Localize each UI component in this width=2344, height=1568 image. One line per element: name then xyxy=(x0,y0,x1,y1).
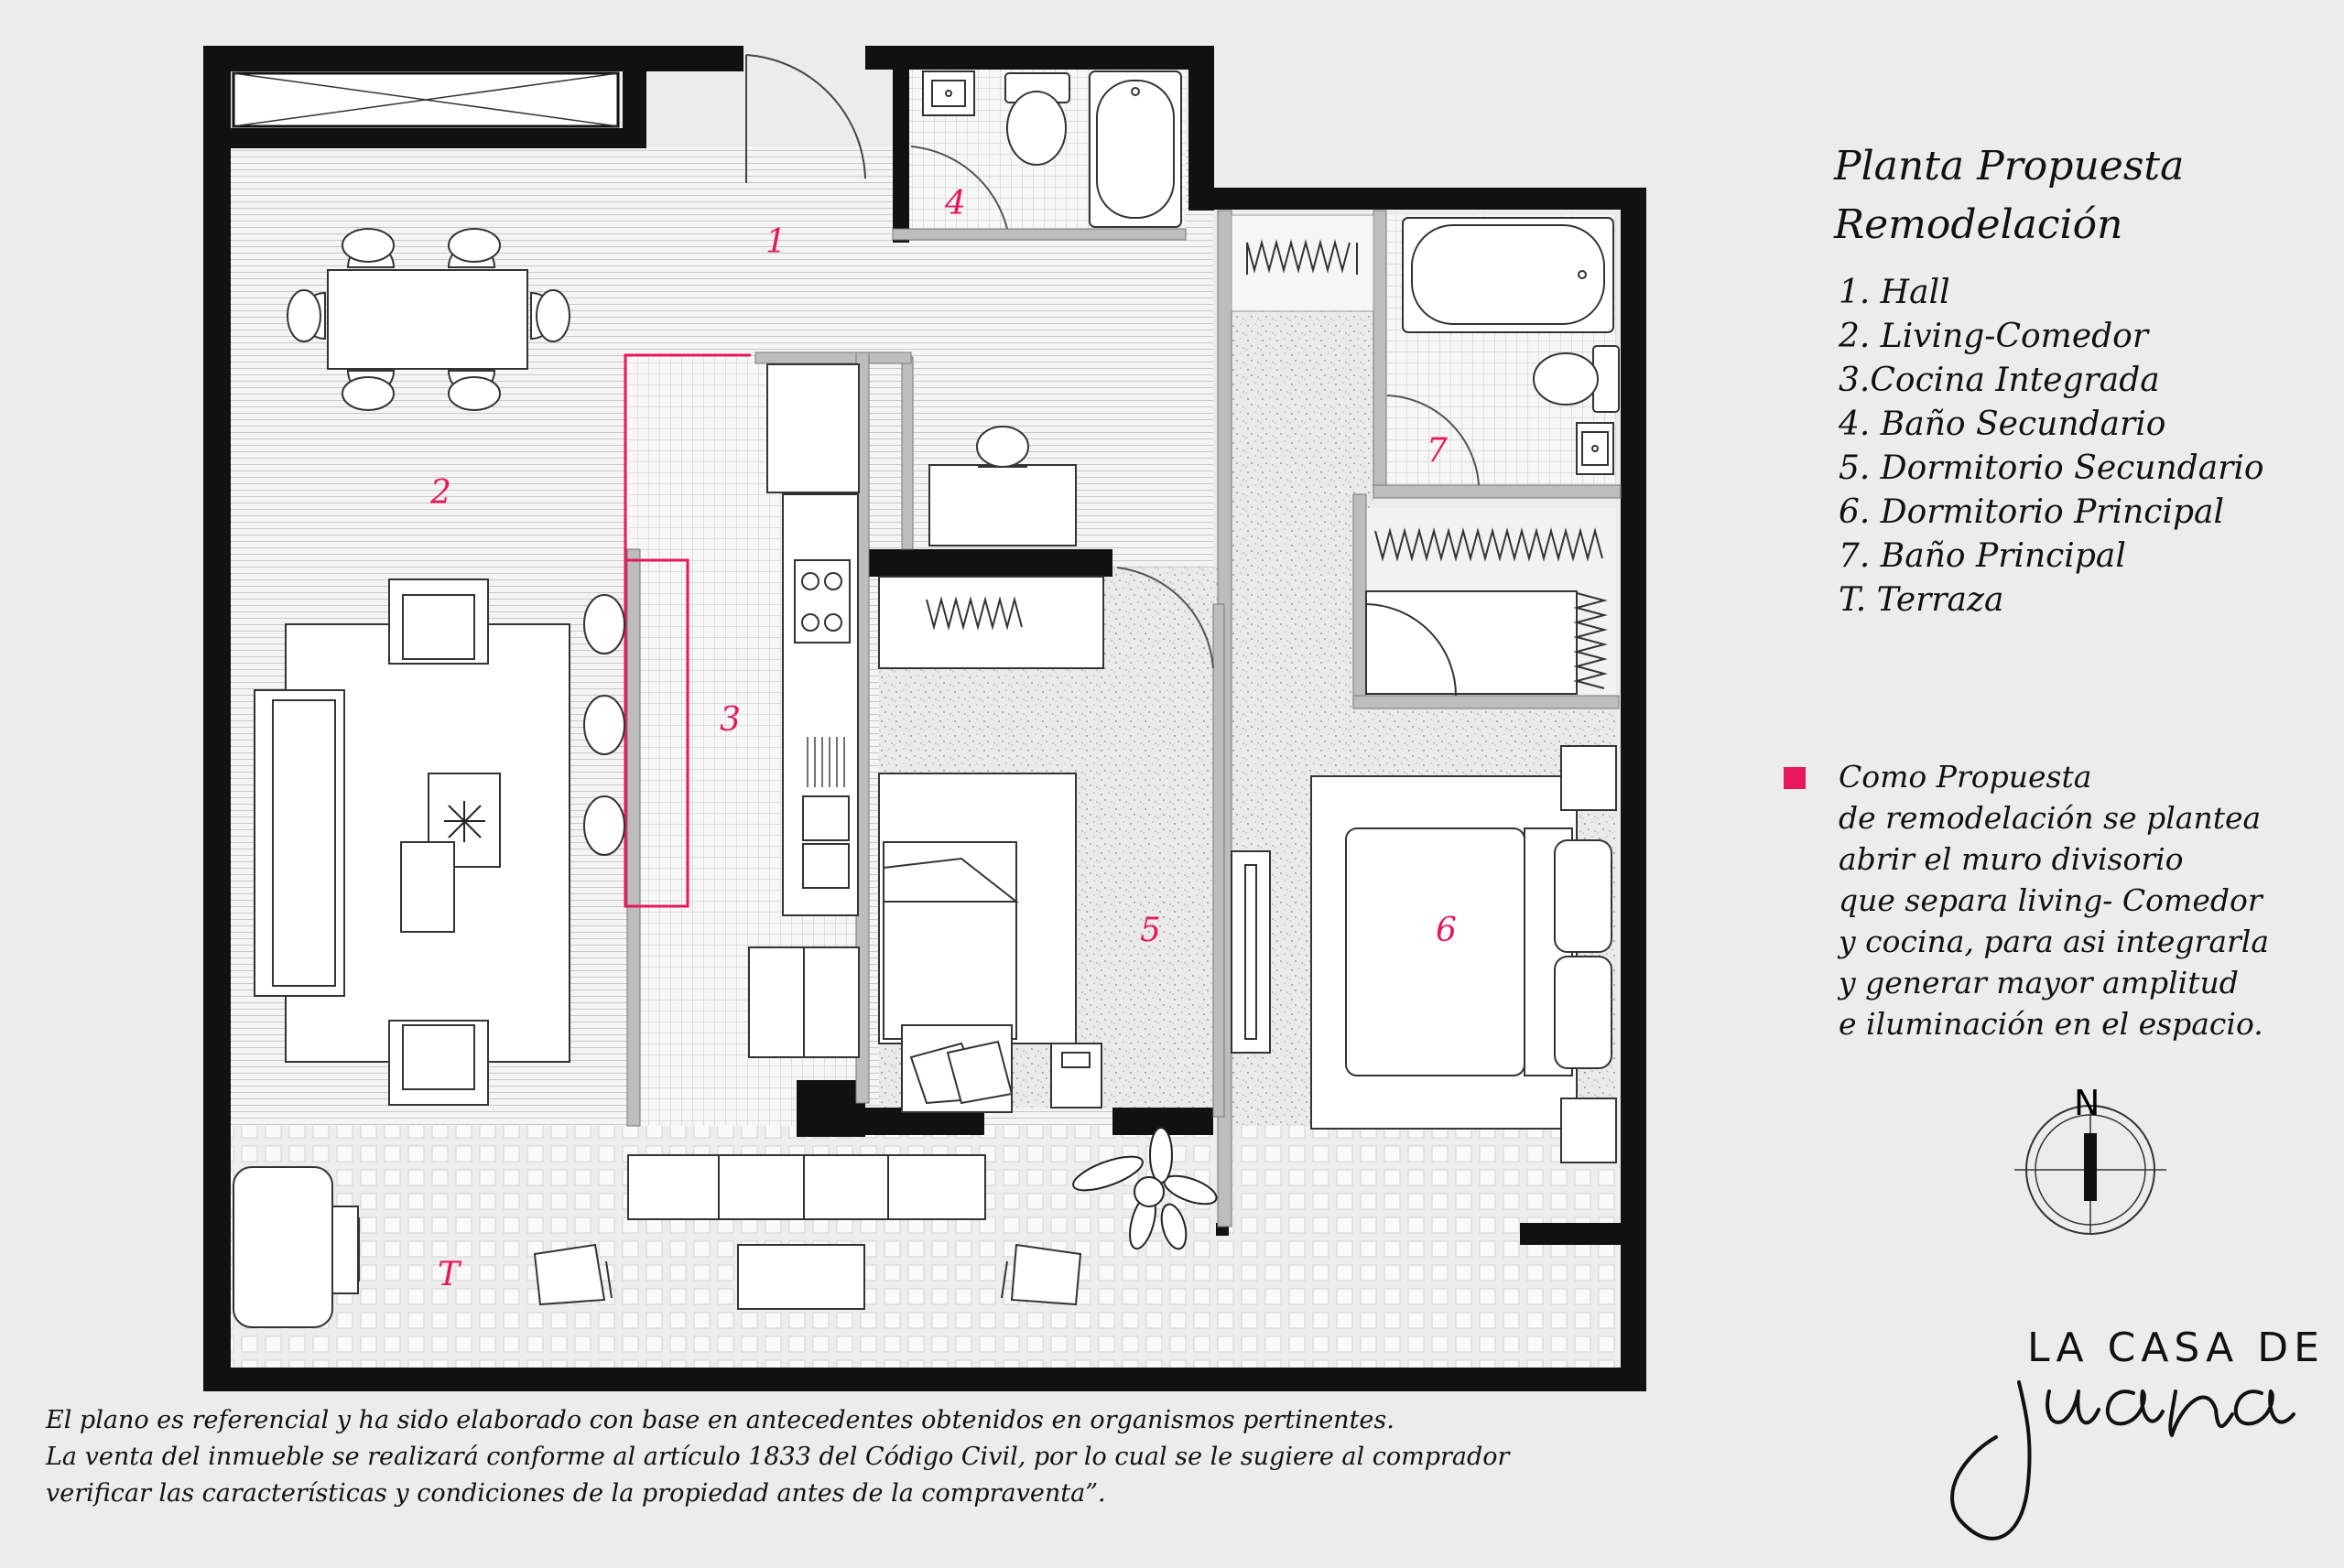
disclaimer: El plano es referencial y ha sido elabor… xyxy=(46,1402,1509,1512)
room-number-bedroom1: 6 xyxy=(1436,912,1457,949)
proposal-note-line: abrir el muro divisorio xyxy=(1839,841,2184,877)
bath1-fixtures xyxy=(1386,217,1620,486)
proposal-note: Como Propuesta de remodelación se plante… xyxy=(1784,756,2269,1044)
plan-title: Planta Propuesta Remodelación xyxy=(1834,137,2184,254)
disclaimer-line: El plano es referencial y ha sido elabor… xyxy=(46,1406,1394,1434)
compass: N xyxy=(2014,1083,2166,1235)
exterior-walls xyxy=(203,46,1646,1391)
proposed-opening xyxy=(624,353,751,908)
disclaimer-line: La venta del inmueble se realizará confo… xyxy=(46,1443,1510,1471)
window-box xyxy=(232,71,620,128)
legend-item: 6. Dormitorio Principal xyxy=(1839,493,2224,531)
legend-item: 2. Living-Comedor xyxy=(1839,318,2149,355)
room-number-bath2: 4 xyxy=(944,185,966,222)
highlight-swatch xyxy=(1784,767,1806,789)
bedroom2-furniture xyxy=(878,567,1214,1113)
bedroom1-furniture xyxy=(1231,745,1617,1163)
compass-label: N xyxy=(2074,1083,2100,1123)
room-number-hall: 1 xyxy=(765,223,787,261)
room-number-kitchen: 3 xyxy=(720,701,741,739)
terrace-furniture xyxy=(233,1154,1082,1328)
legend-item: 1. Hall xyxy=(1839,274,1950,311)
corridor-closet xyxy=(1246,239,1358,275)
closet1 xyxy=(1365,527,1608,697)
bath2-fixtures xyxy=(910,70,1182,230)
legend-item: T. Terraza xyxy=(1839,581,2004,619)
room-number-terrace: T xyxy=(438,1256,462,1293)
entry-door xyxy=(745,54,866,183)
disclaimer-line: verificar las características y condicio… xyxy=(46,1479,1106,1508)
room-numbers: 1 2 3 4 5 6 7 T xyxy=(429,185,1457,1293)
room-number-living: 2 xyxy=(429,474,451,512)
room-number-bath1: 7 xyxy=(1427,432,1448,470)
brand-name: LA CASA DE xyxy=(2027,1325,2325,1371)
interior-walls xyxy=(626,210,1622,1227)
dining-table xyxy=(287,228,570,411)
proposal-note-line: y cocina, para asi integrarla xyxy=(1839,924,2269,959)
brand-logo xyxy=(1950,1380,2295,1541)
plant-icon xyxy=(1072,1127,1218,1250)
plan-title-line2: Remodelación xyxy=(1834,201,2123,248)
kitchen-furniture xyxy=(748,363,1077,1058)
plan-title-line1: Planta Propuesta xyxy=(1834,143,2185,189)
proposal-note-line: Como Propuesta xyxy=(1839,759,2092,795)
proposal-note-line: y generar mayor amplitud xyxy=(1839,965,2239,1000)
proposal-note-line: e iluminación en el espacio. xyxy=(1839,1006,2263,1042)
legend-item: 4. Baño Secundario xyxy=(1839,406,2166,443)
living-furniture xyxy=(254,579,625,1106)
legend-item: 3.Cocina Integrada xyxy=(1839,362,2160,399)
room-legend: 1. Hall 2. Living-Comedor 3.Cocina Integ… xyxy=(1839,271,2264,622)
room-number-bedroom2: 5 xyxy=(1140,912,1161,949)
legend-item: 5. Dormitorio Secundario xyxy=(1839,449,2264,487)
legend-item: 7. Baño Principal xyxy=(1839,537,2126,575)
proposal-note-line: de remodelación se plantea xyxy=(1839,800,2262,836)
proposal-note-line: que separa living- Comedor xyxy=(1839,882,2263,918)
